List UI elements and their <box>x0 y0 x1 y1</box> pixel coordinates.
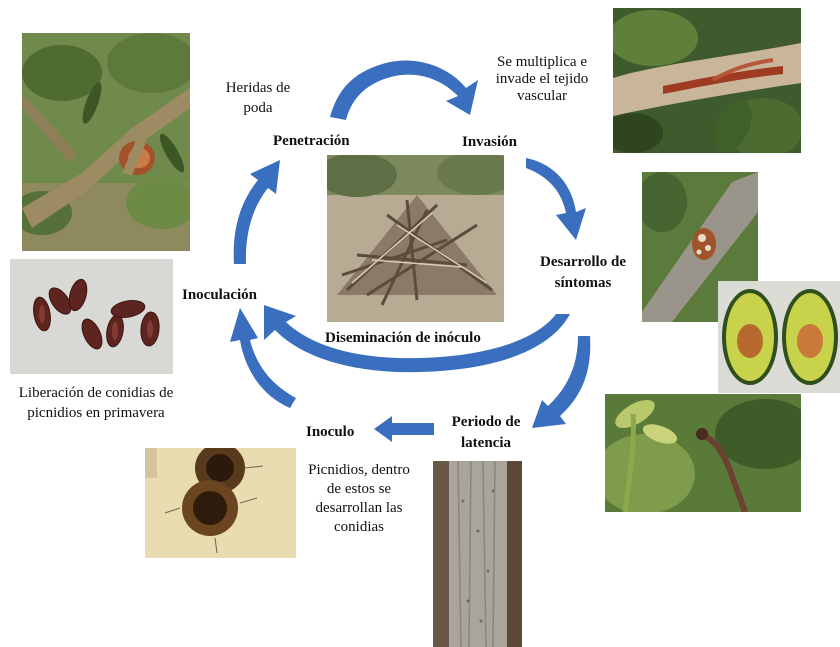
arrow-invasion-symptoms <box>526 158 586 240</box>
arrow-inoculation-penetration <box>234 160 280 264</box>
arrow-latency-inoculum <box>374 416 434 442</box>
stage-inoculum: Inoculo <box>306 423 354 441</box>
note-pruning-wounds: Heridas de poda <box>212 78 304 118</box>
stage-penetration: Penetración <box>273 132 350 150</box>
note-vascular-invasion: Se multiplica e invade el tejido vascula… <box>478 54 606 105</box>
note-conidia-release: Liberación de conidias de picnidios en p… <box>8 383 184 423</box>
stage-invasion: Invasión <box>462 133 517 151</box>
stage-inoculation: Inoculación <box>182 286 257 304</box>
arrow-penetration-invasion <box>330 60 478 120</box>
note-pycnidia: Picnidios, dentro de estos se desarrolla… <box>305 461 413 537</box>
stage-latency-period: Periodo de latencia <box>436 412 536 454</box>
stage-symptom-development: Desarrollo de síntomas <box>533 252 633 294</box>
stage-dissemination: Diseminación de inóculo <box>325 329 481 347</box>
arrow-symptoms-latency <box>532 336 590 428</box>
